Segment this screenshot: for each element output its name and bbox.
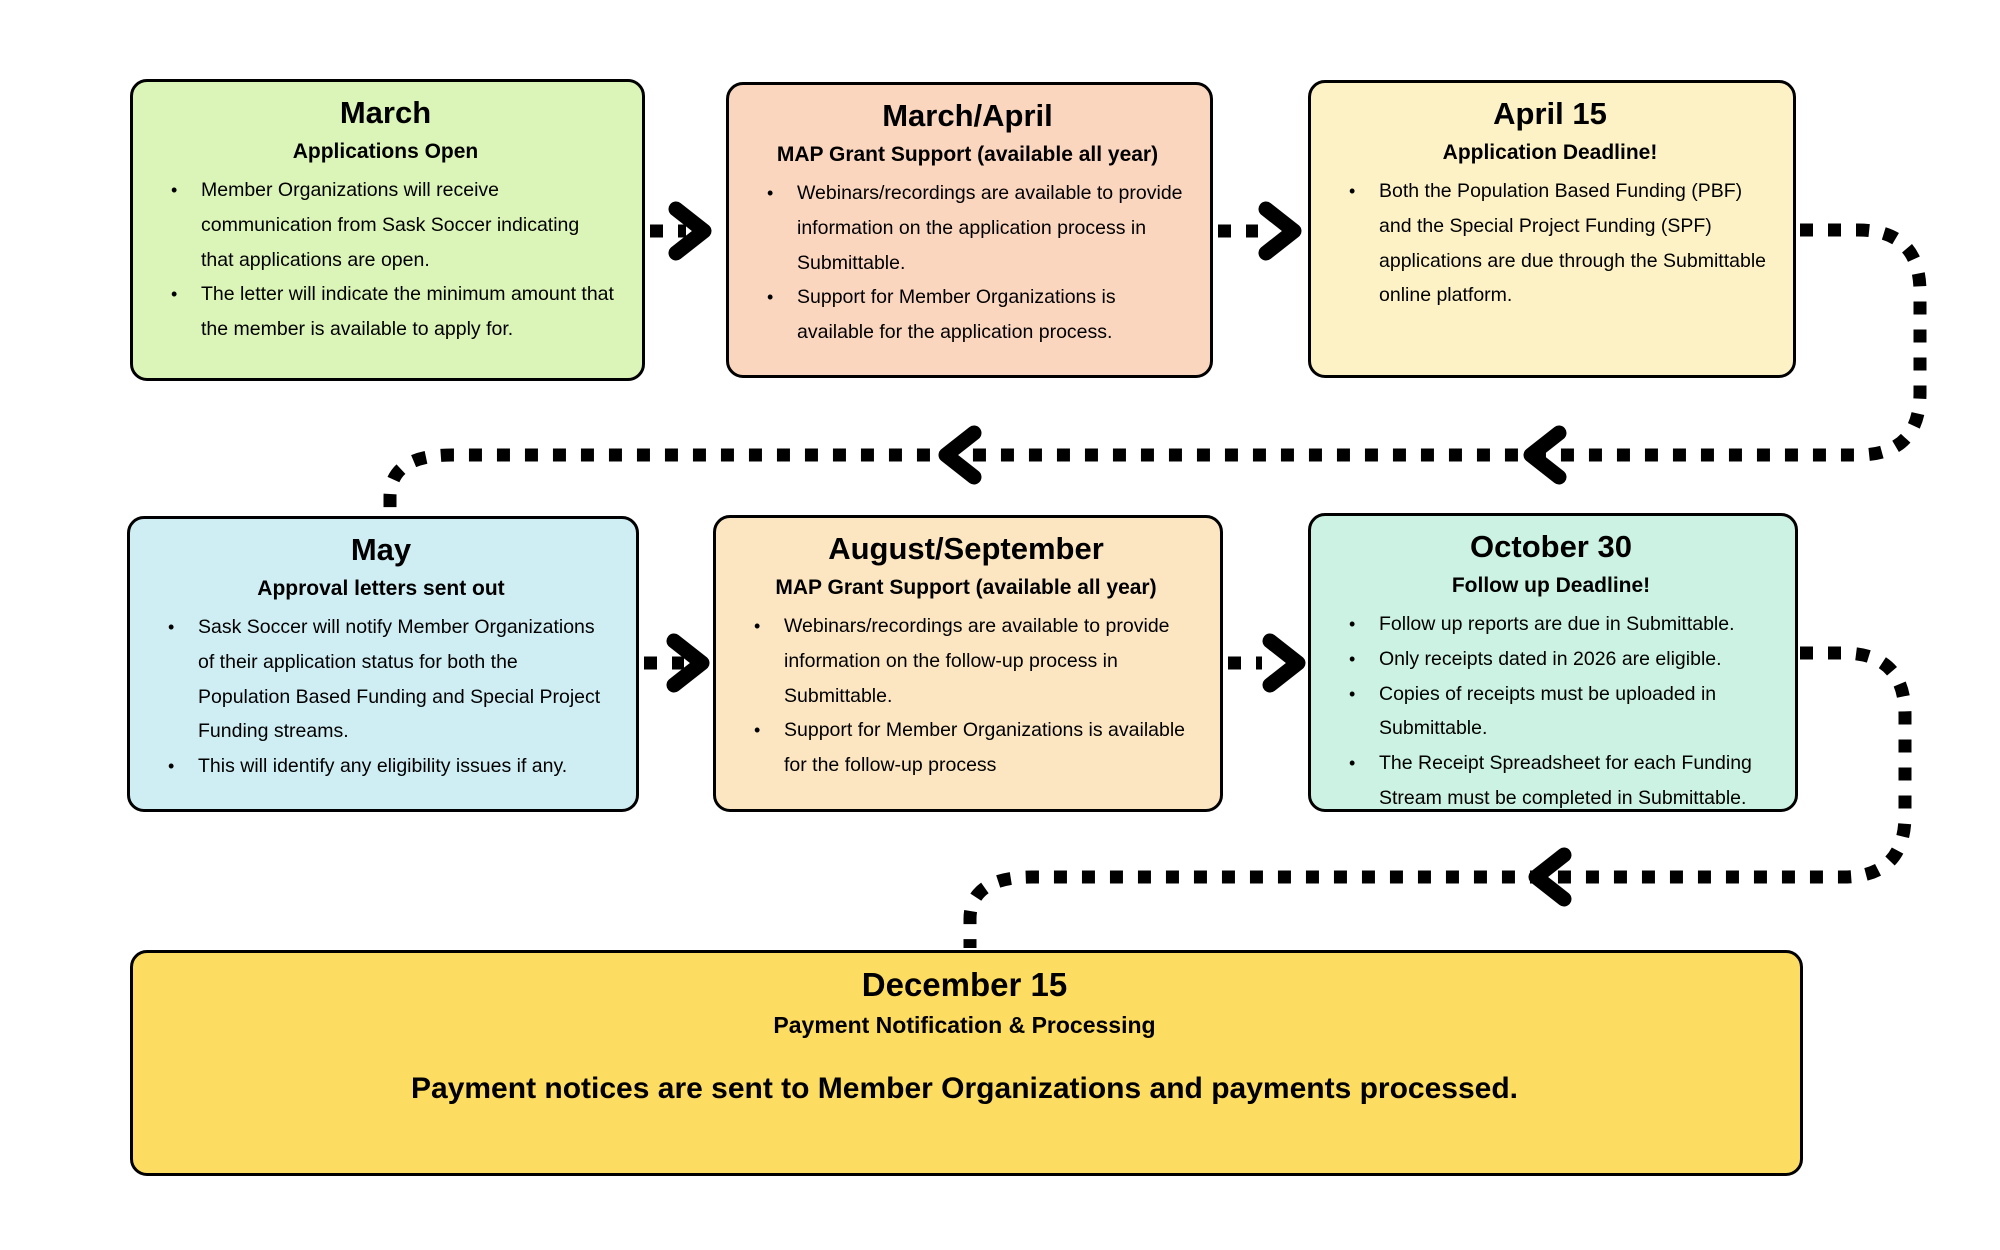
box-oct30-subtitle: Follow up Deadline! xyxy=(1451,573,1651,597)
arrowhead-left-icon xyxy=(1528,847,1572,907)
box-april15-title: April 15 xyxy=(1493,96,1607,131)
box-may: May Approval letters sent out Sask Socce… xyxy=(127,516,639,812)
box-oct30-title: October 30 xyxy=(1470,529,1632,564)
box-may-bullets: Sask Soccer will notify Member Organizat… xyxy=(152,610,610,784)
box-april15: April 15 Application Deadline! Both the … xyxy=(1308,80,1796,378)
box-dec15-message: Payment notices are sent to Member Organ… xyxy=(411,1072,1518,1106)
bullet-item: Sask Soccer will notify Member Organizat… xyxy=(152,610,610,749)
box-dec15-subtitle: Payment Notification & Processing xyxy=(773,1011,1156,1038)
box-may-title: May xyxy=(350,532,412,567)
box-aug-sep: August/September MAP Grant Support (avai… xyxy=(713,515,1223,812)
bullet-item: Only receipts dated in 2026 are eligible… xyxy=(1333,642,1769,677)
bullet-item: Follow up reports are due in Submittable… xyxy=(1333,607,1769,642)
arrowhead-left-icon xyxy=(938,425,982,485)
box-may-subtitle: Approval letters sent out xyxy=(257,576,505,600)
arrowhead-right-icon xyxy=(666,633,710,693)
box-march-subtitle: Applications Open xyxy=(292,139,479,163)
bullet-item: Member Organizations will receive commun… xyxy=(155,173,616,277)
box-oct30: October 30 Follow up Deadline! Follow up… xyxy=(1308,513,1798,812)
arrowhead-right-icon xyxy=(1262,633,1306,693)
box-april15-subtitle: Application Deadline! xyxy=(1442,140,1658,164)
box-march-bullets: Member Organizations will receive commun… xyxy=(155,173,616,347)
box-march-title: March xyxy=(339,95,432,130)
bullet-item: The Receipt Spreadsheet for each Funding… xyxy=(1333,746,1769,815)
box-march-april-bullets: Webinars/recordings are available to pro… xyxy=(751,176,1184,350)
box-dec15: December 15 Payment Notification & Proce… xyxy=(130,950,1803,1176)
box-april15-bullets: Both the Population Based Funding (PBF) … xyxy=(1333,174,1767,313)
box-oct30-bullets: Follow up reports are due in Submittable… xyxy=(1333,607,1769,815)
bullet-item: The letter will indicate the minimum amo… xyxy=(155,277,616,346)
bullet-item: Copies of receipts must be uploaded in S… xyxy=(1333,677,1769,746)
box-march-april-subtitle: MAP Grant Support (available all year) xyxy=(776,142,1159,166)
bullet-item: Support for Member Organizations is avai… xyxy=(738,713,1194,782)
box-dec15-title: December 15 xyxy=(861,966,1068,1003)
box-march: March Applications Open Member Organizat… xyxy=(130,79,645,381)
arrowhead-right-icon xyxy=(1258,201,1302,261)
bullet-item: This will identify any eligibility issue… xyxy=(152,749,610,784)
box-aug-sep-subtitle: MAP Grant Support (available all year) xyxy=(775,575,1157,599)
bullet-item: Webinars/recordings are available to pro… xyxy=(751,176,1184,280)
arrowhead-right-icon xyxy=(668,201,712,261)
box-march-april: March/April MAP Grant Support (available… xyxy=(726,82,1213,378)
arrowhead-left-icon xyxy=(1523,425,1567,485)
bullet-item: Support for Member Organizations is avai… xyxy=(751,280,1184,349)
box-march-april-title: March/April xyxy=(882,98,1053,133)
box-aug-sep-title: August/September xyxy=(828,531,1104,566)
bullet-item: Webinars/recordings are available to pro… xyxy=(738,609,1194,713)
box-aug-sep-bullets: Webinars/recordings are available to pro… xyxy=(738,609,1194,783)
bullet-item: Both the Population Based Funding (PBF) … xyxy=(1333,174,1767,313)
